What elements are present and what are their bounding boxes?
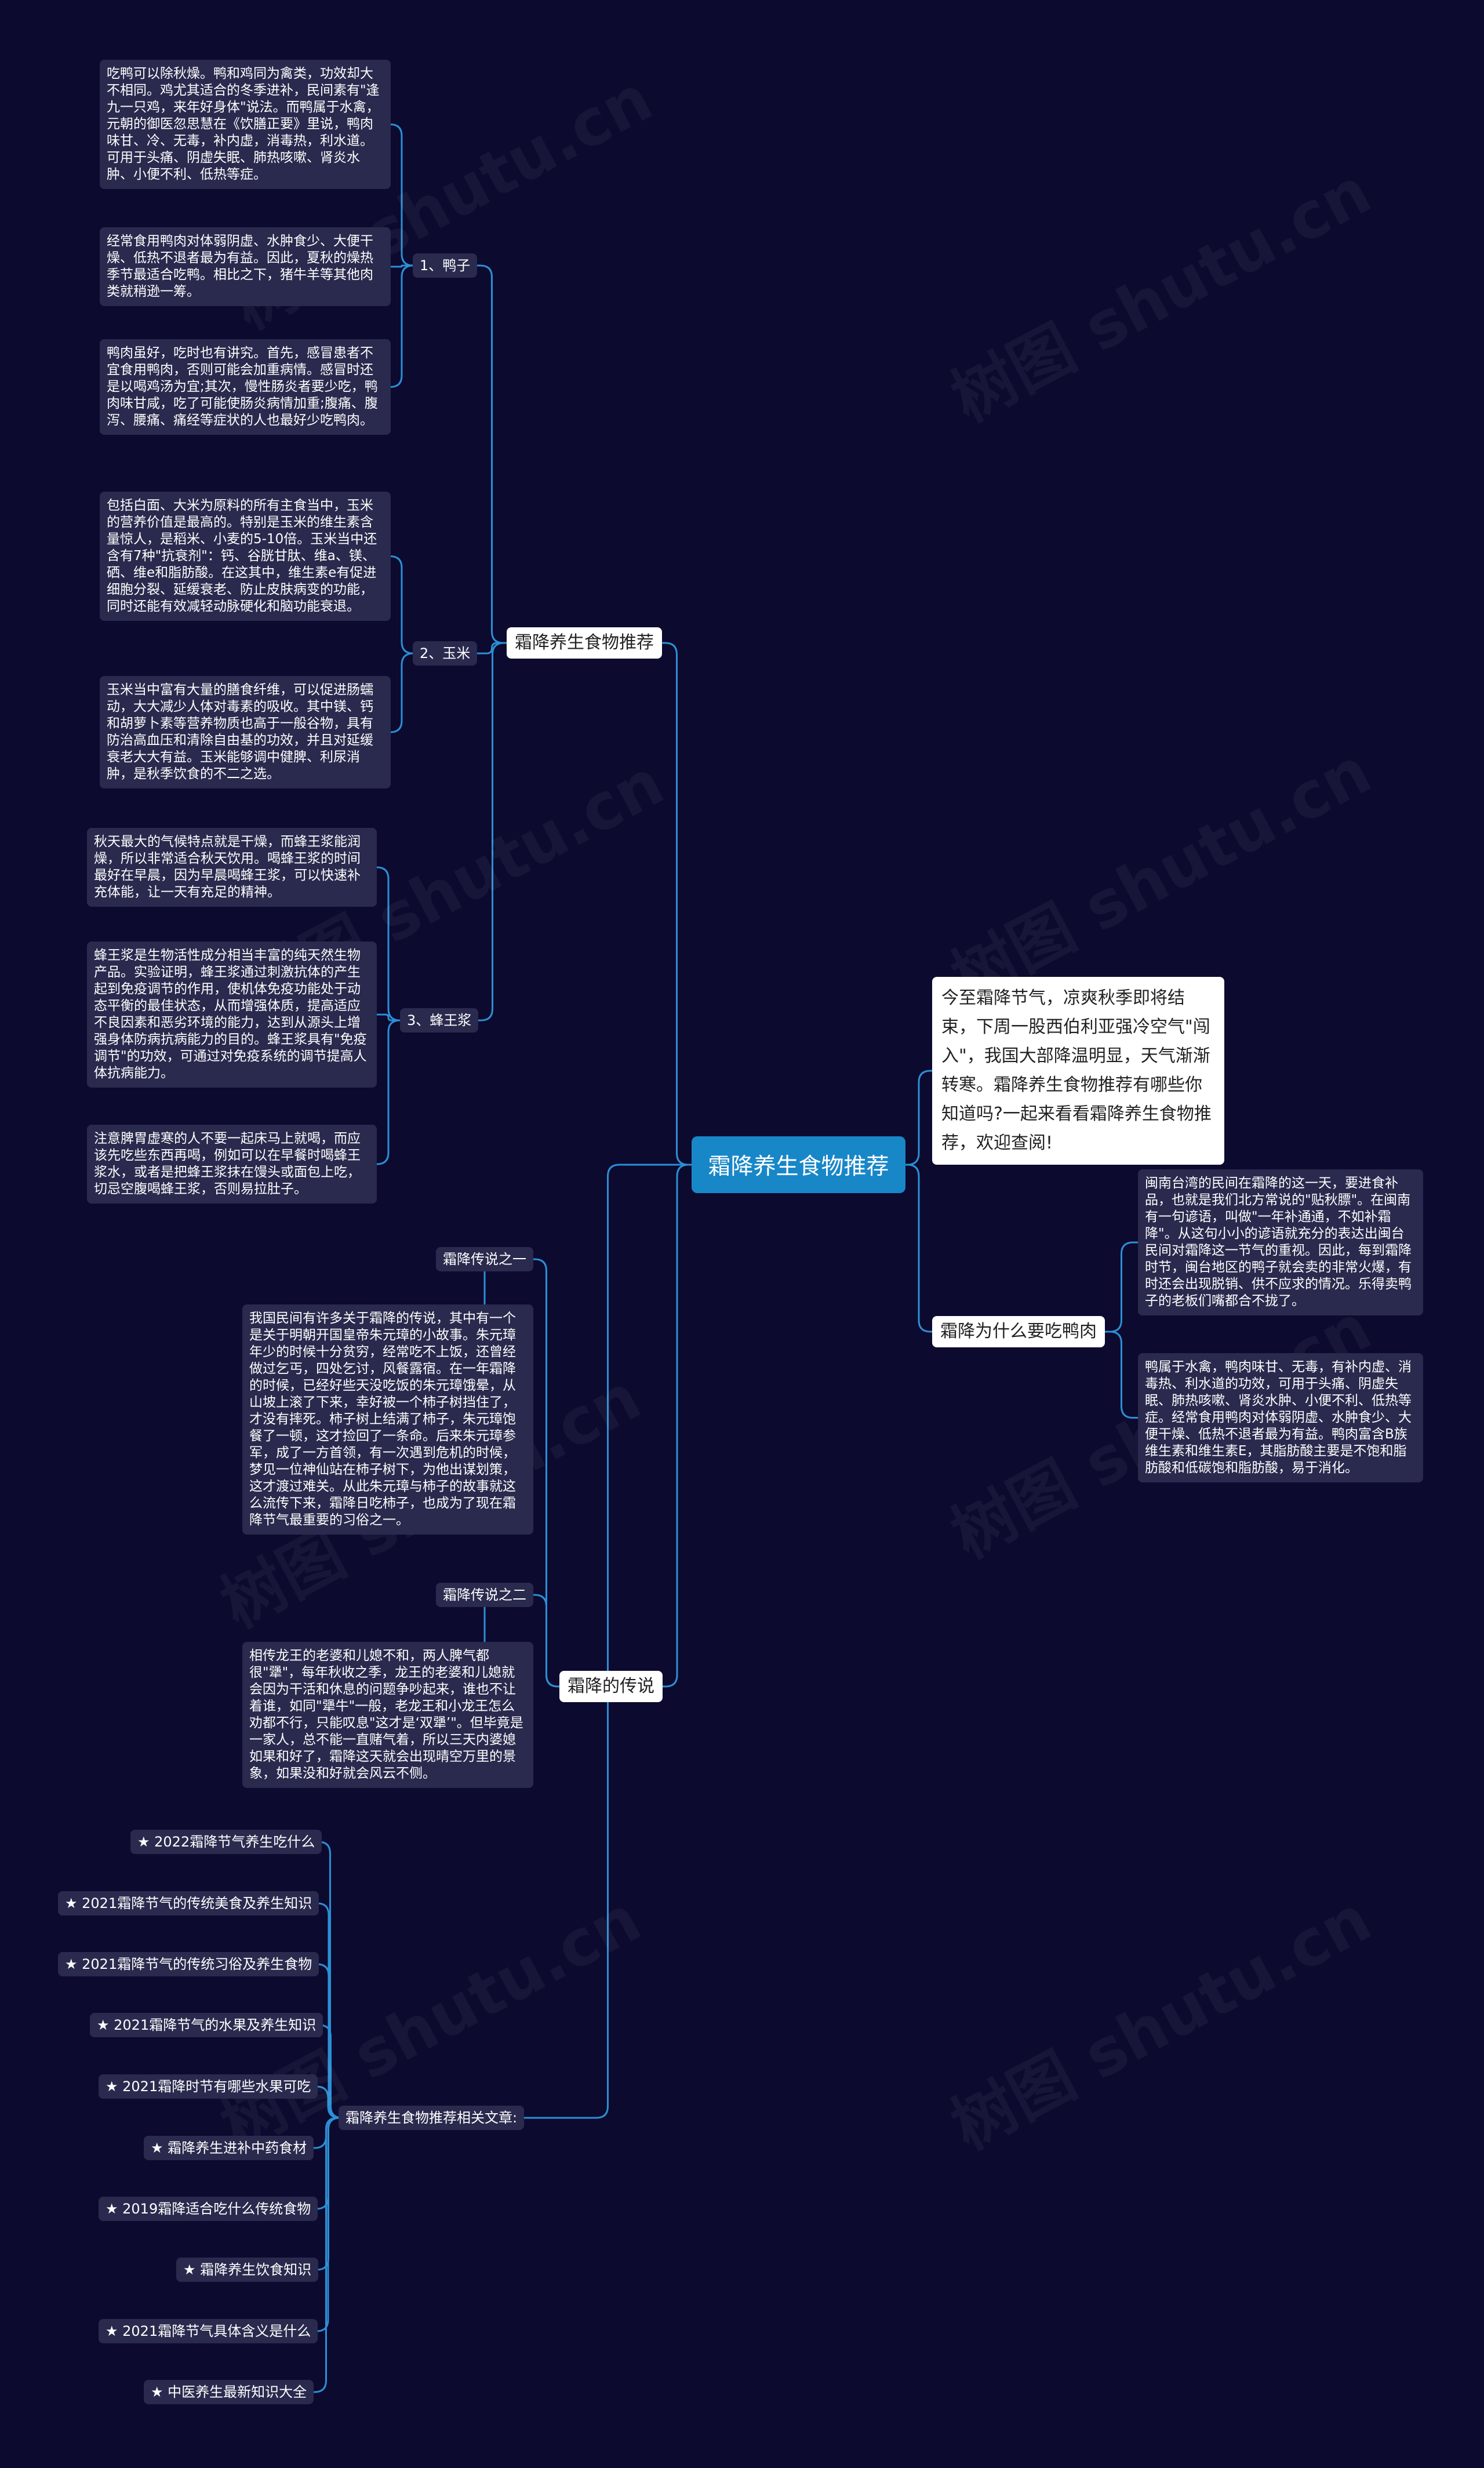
legend-item-one[interactable]: 霜降传说之一	[436, 1247, 533, 1271]
connector-line	[390, 652, 414, 733]
legend-one-note: 我国民间有许多关于霜降的传说，其中有一个是关于明朝开国皇帝朱元璋的小故事。朱元璋…	[242, 1304, 533, 1535]
connector-line	[316, 2117, 340, 2332]
connector-line	[376, 866, 401, 1022]
connector-line	[524, 1164, 692, 2119]
connector-line	[377, 1013, 400, 1022]
connector-line	[478, 642, 507, 1022]
connector-line	[319, 2024, 343, 2119]
legend-two-note: 相传龙王的老婆和儿媳不和，两人脾气都很"犟"，每年秋收之季，龙王的老婆和儿媳就会…	[242, 1642, 533, 1788]
legend-item-two[interactable]: 霜降传说之二	[436, 1583, 533, 1607]
connector-line	[1105, 1331, 1138, 1419]
related-article-link[interactable]: ★ 2021霜降节气的传统美食及养生知识	[58, 1891, 319, 1915]
why-duck-note: 鸭属于水禽，鸭肉味甘、无毒，有补内虚、消毒热、利水道的功效，可用于头痛、阴虚失眠…	[1138, 1353, 1423, 1482]
why-duck-node[interactable]: 霜降为什么要吃鸭肉	[932, 1316, 1105, 1347]
recommend-item-corn[interactable]: 2、玉米	[413, 641, 478, 666]
related-article-link[interactable]: ★ 2021霜降节气的传统习俗及养生食物	[58, 1952, 319, 1976]
duck-note: 吃鸭可以除秋燥。鸭和鸡同为禽类，功效却大不相同。鸡尤其适合的冬季进补，民间素有"…	[100, 60, 391, 189]
corn-note: 玉米当中富有大量的膳食纤维，可以促进肠蠕动，大大减少人体对毒素的吸收。其中镁、钙…	[100, 676, 391, 788]
related-article-link[interactable]: ★ 2022霜降节气养生吃什么	[130, 1830, 322, 1854]
connector-line	[314, 2117, 339, 2393]
related-article-link[interactable]: ★ 霜降养生饮食知识	[176, 2258, 319, 2282]
legend-node[interactable]: 霜降的传说	[559, 1671, 663, 1702]
royal-jelly-note: 蜂王浆是生物活性成分相当丰富的纯天然生物产品。实验证明，蜂王浆通过刺激抗体的产生…	[87, 942, 377, 1088]
duck-note: 鸭肉虽好，吃时也有讲究。首先，感冒患者不宜食用鸭肉，否则可能会加重病情。感冒时还…	[100, 339, 391, 435]
connector-line	[1105, 1241, 1138, 1333]
connector-line	[390, 264, 414, 388]
related-articles-node[interactable]: 霜降养生食物推荐相关文章:	[339, 2106, 525, 2130]
connector-line	[905, 1164, 932, 1333]
connector-line	[663, 1164, 692, 1688]
connector-line	[662, 642, 692, 1166]
connector-line	[905, 1070, 932, 1166]
related-article-link[interactable]: ★ 霜降养生进补中药食材	[144, 2136, 314, 2160]
root-topic[interactable]: 霜降养生食物推荐	[692, 1136, 905, 1193]
recommend-item-duck[interactable]: 1、鸭子	[413, 253, 478, 278]
connector-line	[477, 642, 507, 655]
intro-node[interactable]: 今至霜降节气，凉爽秋季即将结束，下周一股西伯利亚强冷空气"闯入"，我国大部降温明…	[932, 977, 1224, 1165]
related-article-link[interactable]: ★ 2021霜降节气的水果及养生知识	[90, 2013, 323, 2037]
connector-line	[533, 1594, 559, 1688]
connector-line	[391, 264, 413, 268]
related-article-link[interactable]: ★ 2021霜降时节有哪些水果可吃	[99, 2074, 318, 2099]
connector-line	[390, 555, 414, 655]
connector-line	[390, 123, 414, 267]
duck-note: 经常食用鸭肉对体弱阴虚、水肿食少、大便干燥、低热不退者最为有益。因此，夏秋的燥热…	[100, 227, 391, 306]
related-article-link[interactable]: ★ 2021霜降节气具体含义是什么	[99, 2319, 318, 2343]
connector-line	[477, 264, 507, 644]
connector-line	[376, 1019, 401, 1165]
why-duck-note: 闽南台湾的民间在霜降的这一天，要进食补品，也就是我们北方常说的"贴秋膘"。在闽南…	[1138, 1169, 1423, 1315]
corn-note: 包括白面、大米为原料的所有主食当中，玉米的营养价值是最高的。特别是玉米的维生素含…	[100, 492, 391, 621]
related-article-link[interactable]: ★ 中医养生最新知识大全	[144, 2380, 314, 2404]
related-article-link[interactable]: ★ 2019霜降适合吃什么传统食物	[99, 2197, 318, 2221]
royal-jelly-note: 注意脾胃虚寒的人不要一起床马上就喝，而应该先吃些东西再喝，例如可以在早餐时喝蜂王…	[87, 1125, 377, 1204]
recommend-item-royal-jelly[interactable]: 3、蜂王浆	[400, 1008, 479, 1033]
recommend-node[interactable]: 霜降养生食物推荐	[507, 627, 662, 659]
royal-jelly-note: 秋天最大的气候特点就是干燥，而蜂王浆能润燥，所以非常适合秋天饮用。喝蜂王浆的时间…	[87, 828, 377, 907]
